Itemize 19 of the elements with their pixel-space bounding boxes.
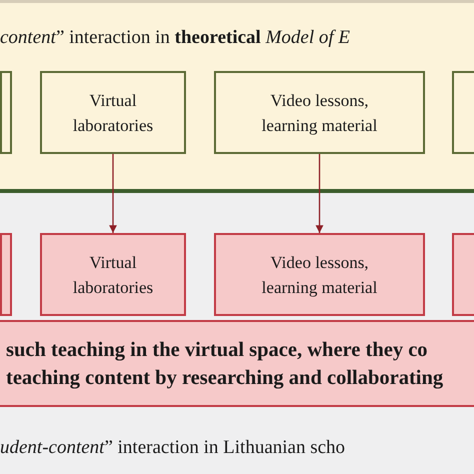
box-label: Virtual laboratories	[72, 90, 154, 136]
content-box	[40, 233, 186, 316]
content-box	[214, 71, 425, 154]
arrow	[316, 154, 324, 233]
content-box	[452, 233, 474, 316]
description-text: such teaching in the virtual space, where they co teaching content by researching and collaborating	[6, 338, 444, 391]
section-heading: content” interaction in theoretical Model of E	[0, 27, 350, 49]
arrow	[109, 154, 117, 233]
content-box	[214, 233, 425, 316]
content-box	[40, 71, 186, 154]
description-box	[0, 320, 474, 407]
content-box	[0, 71, 12, 154]
box-label: Video lessons, learning material	[260, 90, 378, 137]
section-heading: udent-content” interaction in Lithuanian scho	[0, 437, 346, 459]
box-label: Virtual laboratories	[72, 252, 154, 298]
content-box	[452, 71, 474, 154]
box-label: Video lessons, learning material	[260, 252, 378, 299]
panel-background	[0, 0, 474, 193]
content-box	[0, 233, 12, 316]
